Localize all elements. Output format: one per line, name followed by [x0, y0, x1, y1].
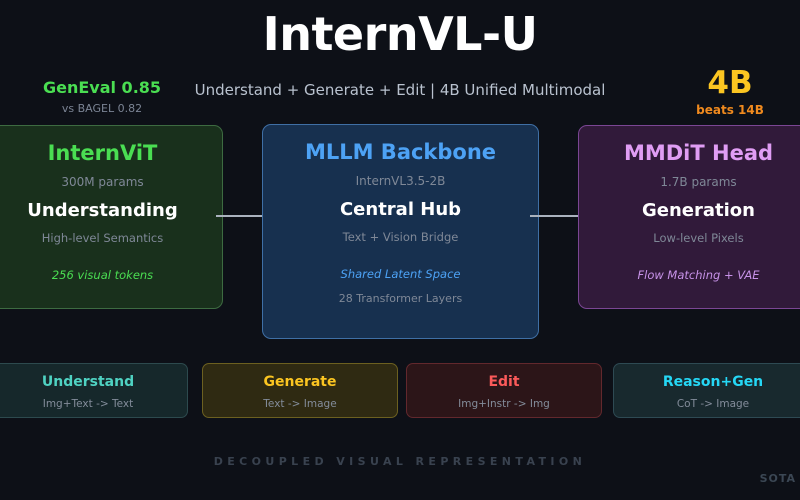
stage-params: InternVL3.5-2B — [355, 174, 446, 188]
stage-detail: High-level Semantics — [41, 231, 164, 245]
capability-card-understand: Understand Img+Text -> Text — [0, 363, 188, 418]
page-subtitle: Understand + Generate + Edit | 4B Unifie… — [194, 81, 606, 99]
left-metric: GenEval 0.85 vs BAGEL 0.82 — [12, 78, 192, 118]
footer-tagline: DECOUPLED VISUAL REPRESENTATION — [213, 455, 587, 468]
stage-name: MMDiT Head — [623, 141, 774, 165]
capability-flow: CoT -> Image — [676, 398, 750, 410]
stage-card-decoder: MMDiT Head 1.7B params Generation Low-le… — [578, 125, 800, 309]
stage-note: Shared Latent Space — [340, 267, 461, 281]
stage-role: Central Hub — [339, 199, 462, 220]
capability-card-edit: Edit Img+Instr -> Img — [406, 363, 602, 418]
stage-params: 1.7B params — [660, 175, 737, 189]
geneval-baseline: vs BAGEL 0.82 — [61, 102, 143, 115]
stage-detail: Low-level Pixels — [653, 231, 744, 245]
param-comparison: beats 14B — [696, 103, 764, 117]
right-metric: 4B beats 14B — [668, 66, 792, 119]
stage-detail: Text + Vision Bridge — [342, 230, 459, 244]
stage-name: InternViT — [47, 141, 158, 165]
stage-note-secondary: 28 Transformer Layers — [338, 292, 463, 305]
stage-name: MLLM Backbone — [304, 140, 497, 164]
footer-corner-badge: SOTA — [759, 472, 796, 485]
param-size: 4B — [707, 65, 753, 101]
arrow-shaft — [530, 215, 586, 217]
capability-card-generate: Generate Text -> Image — [202, 363, 398, 418]
stage-note: Flow Matching + VAE — [637, 268, 760, 282]
arrow-shaft — [216, 215, 272, 217]
stage-note: 256 visual tokens — [51, 268, 154, 282]
stage-card-encoder: InternViT 300M params Understanding High… — [0, 125, 223, 309]
stage-card-backbone: MLLM Backbone InternVL3.5-2B Central Hub… — [262, 124, 539, 339]
capability-title: Understand — [41, 374, 135, 390]
page-title: InternVL-U — [262, 7, 538, 61]
stage-role: Generation — [642, 200, 755, 221]
capability-flow: Img+Text -> Text — [42, 398, 134, 410]
capability-title: Reason+Gen — [662, 374, 764, 390]
capability-flow: Text -> Image — [263, 398, 337, 410]
capability-title: Edit — [488, 374, 520, 390]
capability-title: Generate — [263, 374, 337, 390]
capability-card-reason-gen: Reason+Gen CoT -> Image — [613, 363, 800, 418]
geneval-score: GenEval 0.85 — [42, 78, 162, 97]
stage-params: 300M params — [61, 175, 144, 189]
stage-role: Understanding — [27, 200, 178, 221]
capability-flow: Img+Instr -> Img — [458, 398, 550, 410]
